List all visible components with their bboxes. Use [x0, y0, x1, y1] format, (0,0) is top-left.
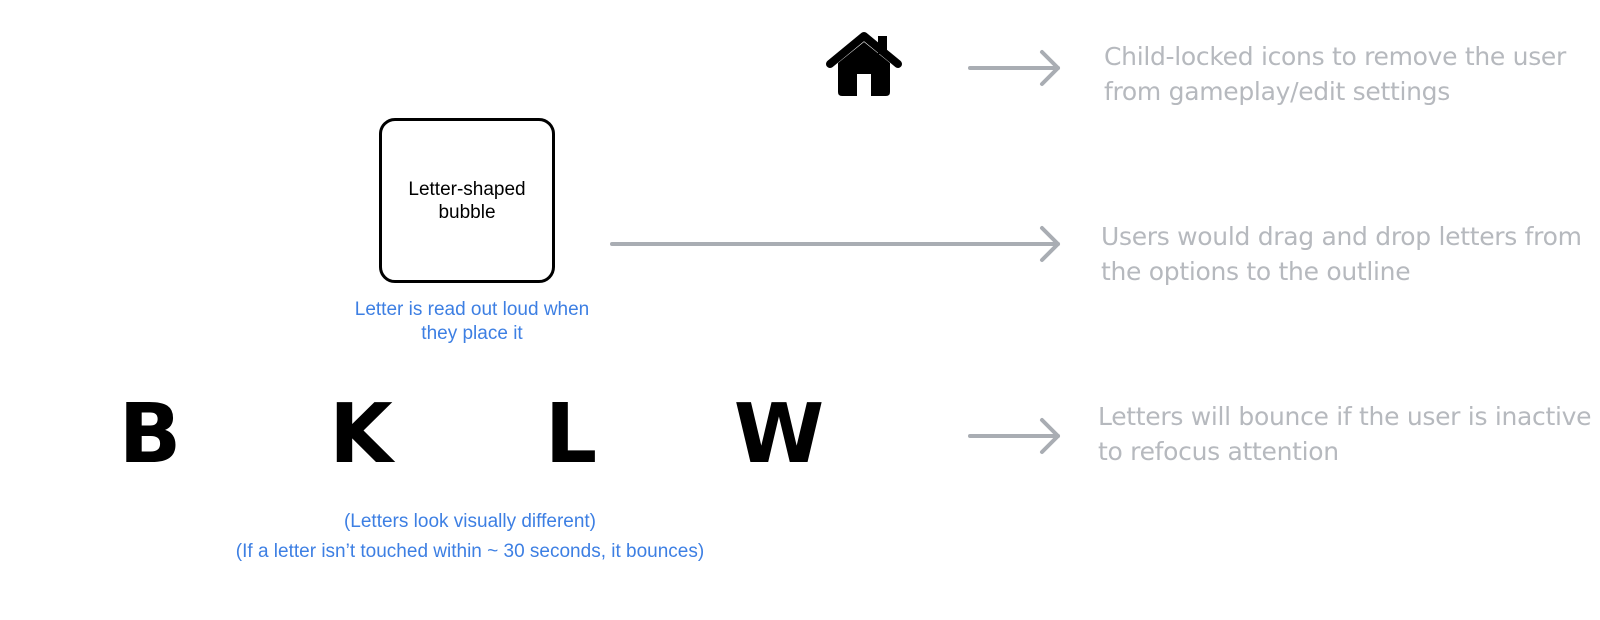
description-line: Letters will bounce if the user is inact… — [1098, 402, 1592, 431]
home-icon[interactable] — [826, 30, 902, 100]
description-child-lock: Child-locked icons to remove the user fr… — [1104, 39, 1566, 109]
description-line: to refocus attention — [1098, 437, 1339, 466]
letter-bubble[interactable]: Letter-shaped bubble — [379, 118, 555, 283]
bubble-caption: Letter is read out loud when they place … — [354, 299, 590, 344]
letter-option-l[interactable]: L — [544, 387, 598, 482]
letter-option-b[interactable]: B — [118, 387, 182, 482]
description-drag-drop: Users would drag and drop letters from t… — [1101, 219, 1582, 289]
letter-bubble-label: Letter-shaped bubble — [408, 178, 526, 223]
description-line: Users would drag and drop letters from — [1101, 222, 1582, 251]
description-line: Child-locked icons to remove the user — [1104, 42, 1566, 71]
letters-note-visual: (Letters look visually different) — [343, 511, 597, 532]
description-line: from gameplay/edit settings — [1104, 77, 1450, 106]
description-bounce: Letters will bounce if the user is inact… — [1098, 399, 1592, 469]
arrow-to-middle-description — [610, 226, 1060, 262]
letter-option-w[interactable]: W — [733, 387, 825, 482]
letter-option-k[interactable]: K — [329, 387, 393, 482]
arrow-to-bottom-description — [968, 418, 1060, 454]
letters-note-bounce: (If a letter isn’t touched within ~ 30 s… — [235, 541, 705, 562]
description-line: the options to the outline — [1101, 257, 1411, 286]
arrow-to-top-description — [968, 50, 1060, 86]
